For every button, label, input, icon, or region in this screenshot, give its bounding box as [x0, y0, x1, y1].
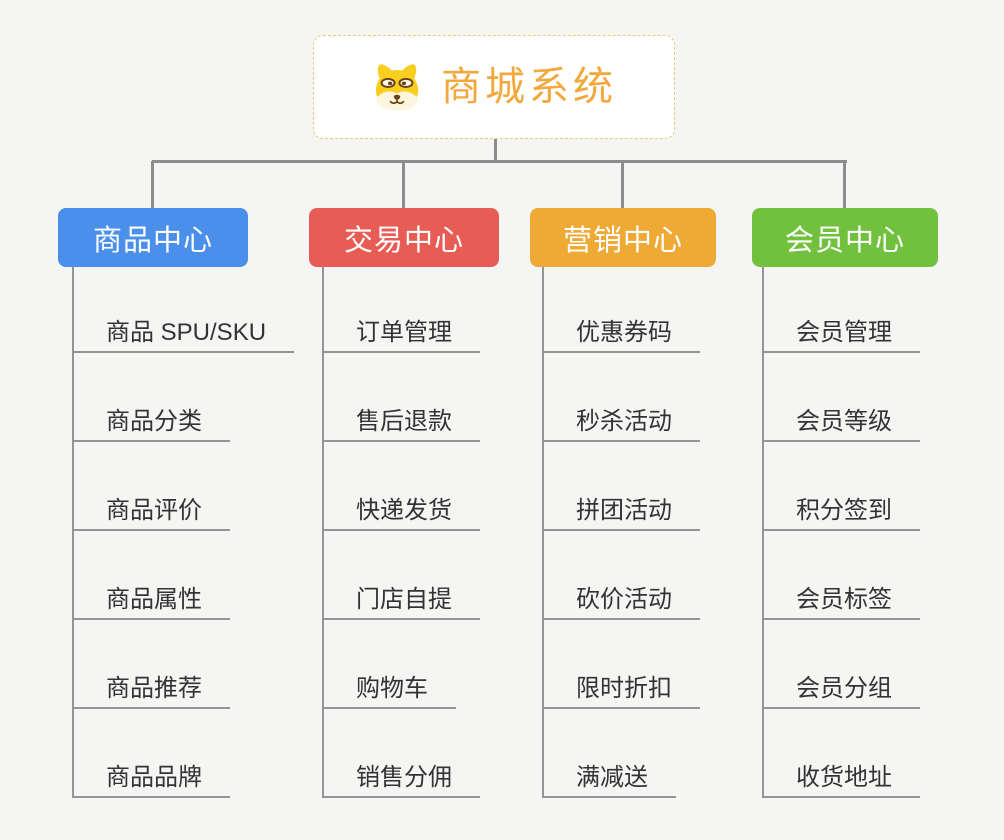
leaf-node[interactable]: 订单管理	[324, 309, 480, 353]
root-node[interactable]: 商城系统	[313, 35, 675, 139]
branch-drop-line	[843, 161, 846, 208]
leaf-node[interactable]: 销售分佣	[324, 754, 480, 798]
branch-node-member[interactable]: 会员中心	[752, 208, 938, 267]
leaf-node[interactable]: 购物车	[324, 665, 456, 709]
leaf-node[interactable]: 商品评价	[74, 487, 230, 531]
branch-node-trade[interactable]: 交易中心	[309, 208, 499, 267]
leaf-node[interactable]: 门店自提	[324, 576, 480, 620]
branch-bus-line	[152, 160, 847, 163]
leaf-node[interactable]: 限时折扣	[544, 665, 700, 709]
leaf-node[interactable]: 收货地址	[764, 754, 920, 798]
leaf-node[interactable]: 商品品牌	[74, 754, 230, 798]
root-connector-line	[494, 139, 497, 163]
leaf-node[interactable]: 商品 SPU/SKU	[74, 309, 295, 353]
branch-drop-line	[151, 161, 154, 208]
branch-drop-line	[621, 161, 624, 208]
branch-node-marketing[interactable]: 营销中心	[530, 208, 716, 267]
branch-drop-line	[402, 161, 405, 208]
leaf-node[interactable]: 商品属性	[74, 576, 230, 620]
root-title: 商城系统	[441, 65, 617, 109]
leaf-node[interactable]: 积分签到	[764, 487, 920, 531]
leaf-column-marketing: 优惠券码 秒杀活动 拼团活动 砍价活动 限时折扣 满减送	[542, 267, 700, 798]
leaf-node[interactable]: 快递发货	[324, 487, 480, 531]
leaf-column-trade: 订单管理 售后退款 快递发货 门店自提 购物车 销售分佣	[322, 267, 480, 798]
leaf-node[interactable]: 秒杀活动	[544, 398, 700, 442]
leaf-column-member: 会员管理 会员等级 积分签到 会员标签 会员分组 收货地址	[762, 267, 920, 798]
dog-face-icon	[375, 64, 419, 111]
branch-node-product[interactable]: 商品中心	[58, 208, 248, 267]
leaf-node[interactable]: 会员标签	[764, 576, 920, 620]
leaf-node[interactable]: 商品分类	[74, 398, 230, 442]
leaf-node[interactable]: 会员等级	[764, 398, 920, 442]
leaf-node[interactable]: 会员分组	[764, 665, 920, 709]
leaf-node[interactable]: 砍价活动	[544, 576, 700, 620]
leaf-node[interactable]: 商品推荐	[74, 665, 230, 709]
leaf-node[interactable]: 优惠券码	[544, 309, 700, 353]
leaf-node[interactable]: 拼团活动	[544, 487, 700, 531]
leaf-node[interactable]: 满减送	[544, 754, 676, 798]
leaf-node[interactable]: 会员管理	[764, 309, 920, 353]
leaf-node[interactable]: 售后退款	[324, 398, 480, 442]
leaf-column-product: 商品 SPU/SKU 商品分类 商品评价 商品属性 商品推荐 商品品牌	[72, 267, 295, 798]
